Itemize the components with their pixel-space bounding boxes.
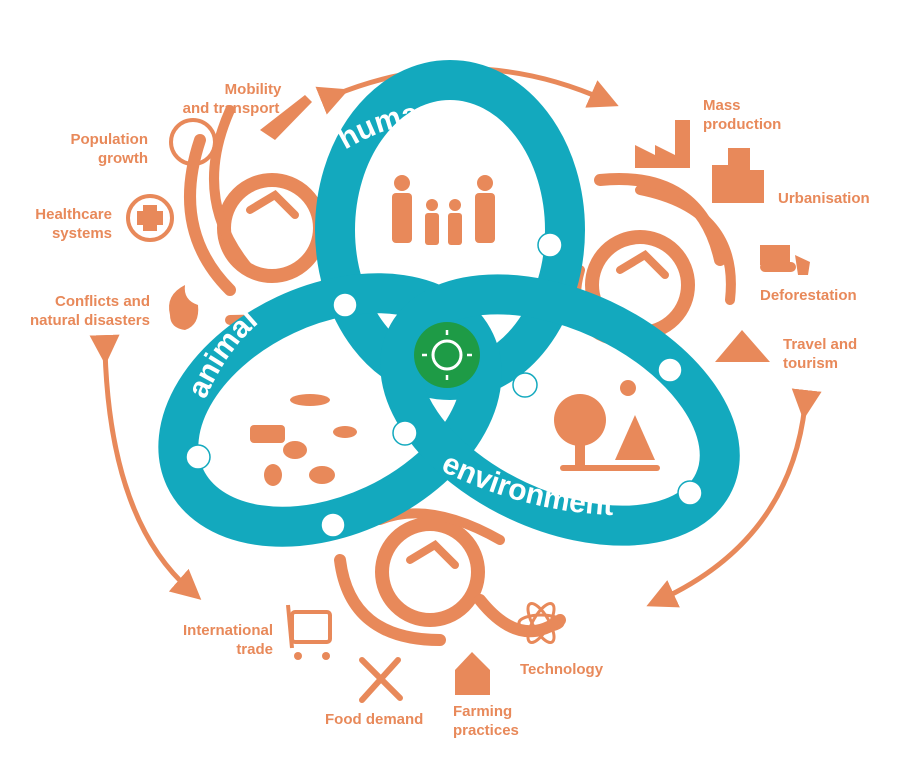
bulldozer-icon <box>760 245 810 275</box>
cutlery-icon <box>359 657 403 703</box>
mosquito-icon <box>512 372 538 398</box>
airplane-icon <box>260 95 312 140</box>
factory-icon <box>635 120 690 168</box>
mosquito-icon <box>185 444 211 470</box>
label-deforestation: Deforestation <box>760 287 857 304</box>
luggage-icon <box>286 604 332 660</box>
mosquito-icons <box>185 232 703 538</box>
environment-loop <box>380 274 740 546</box>
mosquito-icon <box>392 420 418 446</box>
virus-icon <box>414 322 480 388</box>
animals-icon <box>250 394 357 486</box>
recycle-arrows-icon <box>616 249 669 279</box>
label-human: human <box>333 95 439 156</box>
recycle-arrows-icon <box>246 189 299 219</box>
swirl-animal <box>334 508 566 646</box>
recycle-arrows-icon <box>406 539 459 569</box>
buildings-icon <box>712 148 764 203</box>
label-urbanisation: Urbanisation <box>778 190 870 207</box>
barn-icon <box>455 652 490 695</box>
trees-icon <box>554 380 660 471</box>
mosquito-icon <box>537 232 563 258</box>
mosquito-icon <box>320 512 346 538</box>
mosquito-icon <box>677 480 703 506</box>
family-icon <box>392 175 495 245</box>
tent-icon <box>715 330 770 362</box>
label-technology: Technology <box>520 661 604 678</box>
atom-icon <box>517 602 565 644</box>
fire-icon <box>169 285 199 330</box>
medical-cross-icon <box>126 194 174 242</box>
arrow-left <box>89 334 202 600</box>
mosquito-icon <box>657 357 683 383</box>
mosquito-icon <box>332 292 358 318</box>
arrow-right <box>646 388 822 608</box>
label-food-demand: Food demand <box>325 711 423 728</box>
globe-icon <box>169 118 217 166</box>
